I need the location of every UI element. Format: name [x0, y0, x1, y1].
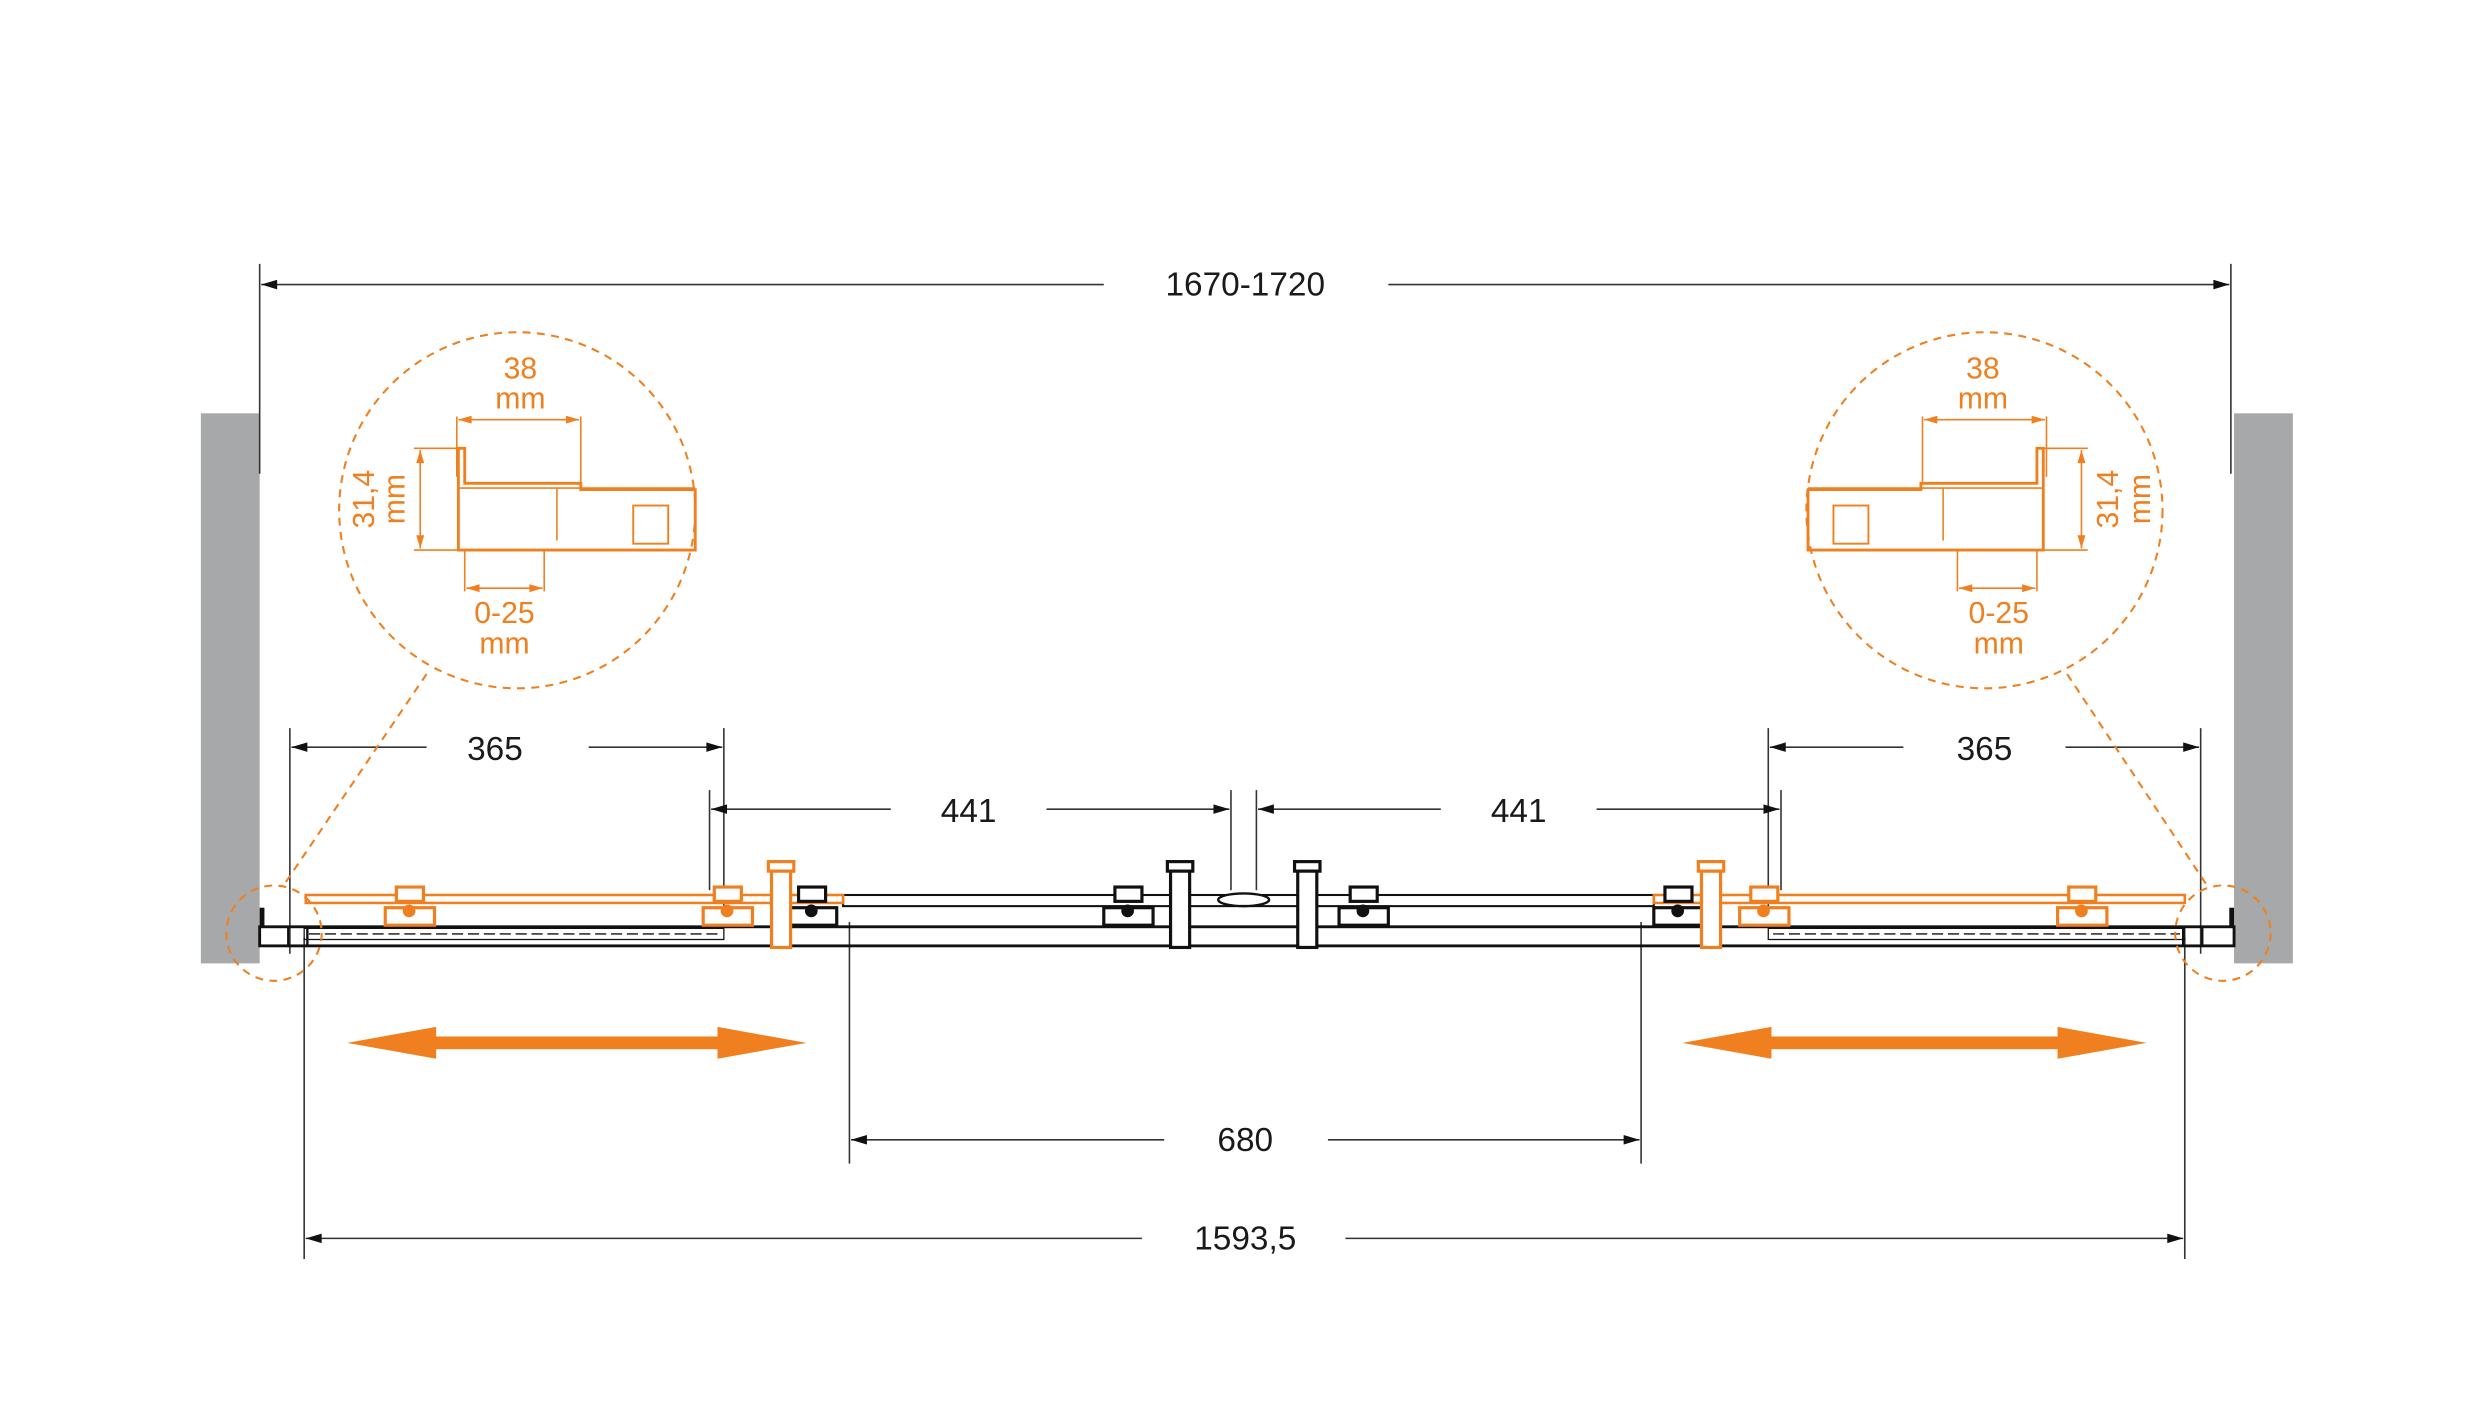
left-detail-width: 38	[504, 352, 538, 385]
left-detail-callout: 38 mm 31,4 mm 0-25 mm	[338, 331, 697, 690]
magnetic-seal	[1217, 892, 1271, 908]
right-detail-adjust-unit: mm	[1974, 627, 2024, 660]
left-slide-arrow	[347, 1026, 807, 1059]
dimension-right-fixed: 365	[1767, 728, 2202, 954]
roller-right-1	[1652, 885, 1705, 927]
right-detail-width-unit: mm	[1958, 383, 2008, 416]
right-detail-marker	[2174, 884, 2272, 982]
dimension-left-fixed: 365	[289, 728, 725, 954]
right-slide-arrow	[1682, 1026, 2147, 1059]
right-detail-height: 31,4	[2092, 470, 2125, 529]
left-detail-height: 31,4	[348, 470, 381, 529]
roller-right-2	[1738, 885, 1791, 927]
left-detail-adjust: 0-25	[474, 597, 534, 630]
right-detail-width: 38	[1966, 352, 2000, 385]
handle-right-orange	[1696, 860, 1726, 950]
door-track	[258, 893, 2236, 948]
right-fixed-label: 365	[1957, 731, 2013, 768]
roller-left-3	[785, 885, 839, 927]
dimension-panel-width: 1593,5	[303, 937, 2186, 1260]
right-detail-adjust: 0-25	[1969, 597, 2029, 630]
dimension-overall-width: 1670-1720	[258, 263, 2232, 474]
handle-left-orange	[766, 860, 796, 950]
roller-center-1	[1102, 885, 1155, 927]
roller-left-2	[701, 885, 755, 927]
right-detail-callout: 38 mm 31,4 mm 0-25 mm	[1805, 331, 2164, 690]
overall-width-label: 1670-1720	[1165, 267, 1325, 304]
right-wall	[2234, 413, 2293, 964]
left-wall	[200, 413, 260, 964]
roller-center-2	[1337, 885, 1390, 927]
left-sliding-label: 441	[941, 793, 997, 830]
left-sliding-glass	[304, 893, 845, 905]
handle-center-right	[1292, 860, 1322, 950]
dimension-left-sliding: 441	[708, 790, 1232, 891]
right-detail-height-unit: mm	[2124, 474, 2157, 524]
left-detail-adjust-unit: mm	[479, 627, 529, 660]
left-fixed-label: 365	[467, 731, 523, 768]
roller-left-1	[383, 885, 437, 927]
handle-center-left	[1165, 860, 1195, 950]
panel-width-label: 1593,5	[1194, 1220, 1296, 1257]
right-sliding-glass	[1652, 893, 2187, 905]
left-fixed-glass	[303, 927, 725, 941]
right-fixed-glass	[1767, 927, 2186, 941]
right-sliding-label: 441	[1491, 793, 1547, 830]
left-detail-marker	[225, 884, 323, 982]
dimension-right-sliding: 441	[1255, 790, 1782, 891]
roller-right-3	[2056, 885, 2109, 927]
left-detail-height-unit: mm	[378, 474, 411, 524]
left-detail-width-unit: mm	[495, 383, 545, 416]
opening-label: 680	[1217, 1122, 1273, 1159]
dimension-opening: 680	[848, 922, 1642, 1164]
